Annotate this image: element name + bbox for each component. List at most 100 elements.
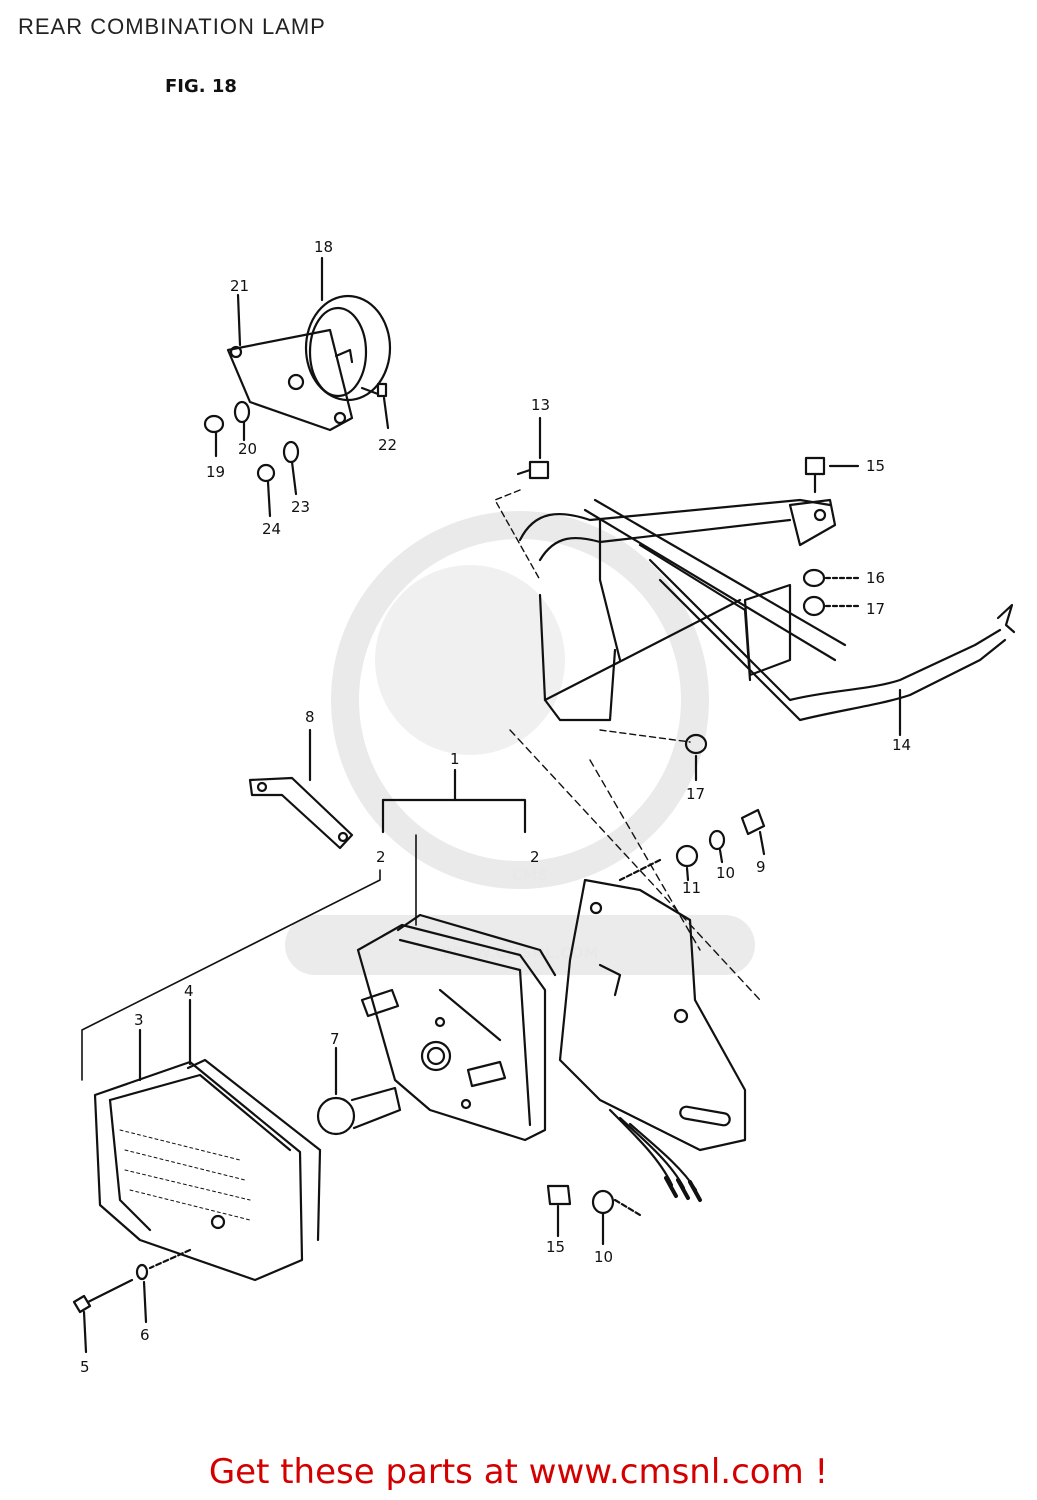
assembly-line <box>599 729 691 743</box>
part-callout-1[interactable]: 1 <box>450 750 460 768</box>
watermark: CMS WWW.CMSNL.COM <box>285 511 755 975</box>
bolt-15-head <box>804 456 826 476</box>
part-callout-2-left[interactable]: 2 <box>376 848 386 866</box>
housing-tab <box>360 988 400 1018</box>
lamp-housing <box>356 913 557 1142</box>
bulb-base <box>350 1086 402 1130</box>
screw-shank <box>86 1278 134 1304</box>
bolt-13-shank <box>516 468 532 476</box>
lamp-lens <box>93 998 322 1282</box>
washer-11 <box>675 844 699 868</box>
part-callout-24[interactable]: 24 <box>262 520 281 538</box>
watermark-logo: CMS <box>512 866 549 884</box>
frame-rod-edge <box>593 498 847 647</box>
washer-10 <box>708 829 726 851</box>
plate-slot <box>679 1105 731 1127</box>
frame-tab <box>788 498 837 547</box>
part-callout-10-top[interactable]: 10 <box>716 864 735 882</box>
wire <box>628 1122 698 1192</box>
frame-mount-plate <box>743 583 792 677</box>
rear-frame-assembly <box>494 416 1016 782</box>
part-callout-6[interactable]: 6 <box>140 1326 150 1344</box>
assembly-line <box>148 1248 192 1270</box>
figure-number: FIG. 18 <box>165 76 237 97</box>
part-callout-7[interactable]: 7 <box>330 1030 340 1048</box>
horn-face <box>308 306 368 398</box>
washer-10-lower <box>591 1189 615 1215</box>
nut-17-lower <box>684 733 708 755</box>
watermark-mascot <box>375 565 565 755</box>
leader-line <box>142 1280 148 1324</box>
part-callout-17-lower[interactable]: 17 <box>686 785 705 803</box>
page-title: REAR COMBINATION LAMP <box>18 14 326 39</box>
part-callout-22[interactable]: 22 <box>378 436 397 454</box>
leader-line <box>266 480 272 518</box>
part-callouts: 18 21 20 19 22 23 24 13 15 16 17 14 17 8… <box>80 238 911 1376</box>
assembly-line <box>509 729 761 1001</box>
plate-hole <box>589 901 603 915</box>
part-callout-14[interactable]: 14 <box>892 736 911 754</box>
screw-5 <box>72 1263 149 1354</box>
leader-line <box>236 293 242 347</box>
part-callout-13[interactable]: 13 <box>531 396 550 414</box>
watermark-ring <box>331 511 709 889</box>
brace-8 <box>248 728 354 850</box>
part-callout-16[interactable]: 16 <box>866 569 885 587</box>
part-callout-20[interactable]: 19 <box>206 463 225 481</box>
bolt-9 <box>740 808 766 836</box>
horn-terminal <box>360 386 380 396</box>
watermark-url: WWW.CMSNL.COM <box>441 944 598 962</box>
part-callout-8[interactable]: 8 <box>305 708 315 726</box>
wire <box>608 1108 674 1187</box>
leader-line <box>81 869 381 1081</box>
part-callout-19[interactable]: 20 <box>238 440 257 458</box>
housing-hole <box>434 1016 446 1028</box>
housing-stud <box>466 1060 507 1088</box>
part-callout-17-top[interactable]: 17 <box>866 600 885 618</box>
part-callout-21[interactable]: 21 <box>230 277 249 295</box>
part-callout-9[interactable]: 9 <box>756 858 766 876</box>
nut-20 <box>203 414 225 434</box>
part-callout-15-top[interactable]: 15 <box>866 457 885 475</box>
wire-terminals <box>664 1176 702 1202</box>
housing-base <box>356 923 547 1142</box>
part-callout-10-lower[interactable]: 10 <box>594 1248 613 1266</box>
part-callout-4[interactable]: 4 <box>184 982 194 1000</box>
frame-lower-tube-edge <box>658 578 1007 722</box>
part-callout-5[interactable]: 5 <box>80 1358 90 1376</box>
plate-stud <box>598 963 622 997</box>
frame-cross-member <box>543 598 742 702</box>
bulb-socket <box>420 1040 452 1072</box>
part-callout-15-lower[interactable]: 15 <box>546 1238 565 1256</box>
leader-line <box>685 866 690 882</box>
washer-6 <box>135 1263 149 1281</box>
frame-hole <box>813 508 827 522</box>
bolt-13-head <box>528 460 550 480</box>
bulb-glass <box>316 1096 356 1136</box>
gasket-4 <box>186 1058 322 1242</box>
leader-line <box>382 396 390 430</box>
part-callout-3[interactable]: 3 <box>134 1011 144 1029</box>
leader-line <box>82 1310 88 1354</box>
nut-17 <box>802 595 826 617</box>
part-callout-11[interactable]: 11 <box>682 879 701 897</box>
leader-line <box>758 830 766 856</box>
part-callout-2-right[interactable]: 2 <box>530 848 540 866</box>
footer-link[interactable]: Get these parts at www.cmsnl.com ! <box>208 1452 829 1492</box>
nut-24 <box>256 463 276 483</box>
bolt-15-lower <box>546 1184 572 1206</box>
lens-outline <box>93 1060 304 1282</box>
leader-line <box>718 848 724 864</box>
brace-hole <box>256 781 268 793</box>
part-callout-18[interactable]: 18 <box>314 238 333 256</box>
frame-tube-top <box>518 498 832 542</box>
bracket-hole <box>229 345 243 359</box>
lens-screw-hole <box>210 1214 226 1230</box>
housing-hole <box>460 1098 472 1110</box>
housing-rim <box>396 913 557 977</box>
part-callout-23[interactable]: 23 <box>291 498 310 516</box>
horn-stud <box>376 382 388 398</box>
bracket-hole <box>287 373 305 391</box>
